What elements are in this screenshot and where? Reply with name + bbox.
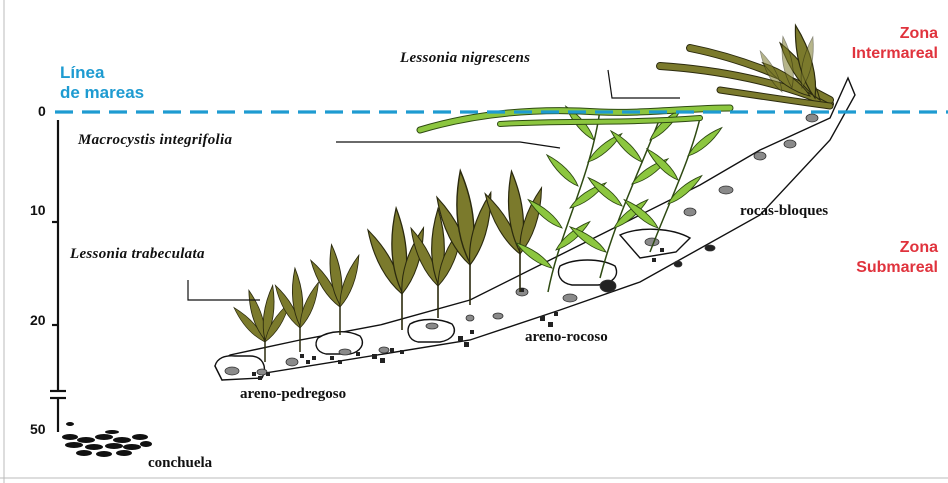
substrate-label-conchuela: conchuela	[148, 456, 212, 471]
intertidal-zone-label-line2: Intermareal	[852, 46, 938, 62]
species-label-macrocystis: Macrocystis integrifolia	[78, 133, 232, 148]
species-label-lessonia-trabeculata: Lessonia trabeculata	[70, 247, 205, 262]
depth-tick-50: 50	[30, 422, 46, 436]
subtidal-zone-label-line2: Submareal	[856, 260, 938, 276]
substrate-label-areno-rocoso: areno-rocoso	[525, 330, 608, 345]
shell-bed	[62, 422, 152, 457]
depth-axis	[50, 120, 66, 432]
depth-tick-20: 20	[30, 313, 46, 327]
tide-label-line2: de mareas	[60, 84, 144, 101]
species-label-lessonia-nigrescens: Lessonia nigrescens	[400, 51, 530, 66]
lessonia-nigrescens-kelp	[660, 24, 830, 106]
intertidal-zone-label-line1: Zona	[900, 26, 938, 42]
tide-label-line1: Línea	[60, 64, 104, 81]
depth-tick-10: 10	[30, 203, 46, 217]
depth-tick-0: 0	[38, 104, 46, 118]
substrate-label-areno-pedregoso: areno-pedregoso	[240, 387, 346, 402]
substrate-label-rocas-bloques: rocas-bloques	[740, 204, 828, 219]
subtidal-zone-label-line1: Zona	[900, 240, 938, 256]
